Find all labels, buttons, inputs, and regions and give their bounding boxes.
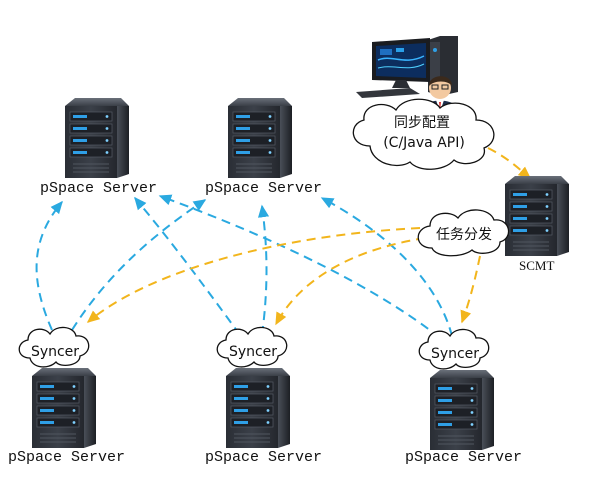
- server-bottom-left: Syncer pSpace Server: [8, 326, 125, 466]
- cloud-icon: [418, 328, 490, 370]
- dispatch-arrow: [86, 227, 421, 323]
- sync-config-cloud: 同步配置 (C/Java API): [352, 98, 495, 170]
- sync-arrow: [35, 200, 63, 331]
- server-label: pSpace Server: [205, 180, 322, 197]
- syncer-label: Syncer: [229, 344, 277, 360]
- sync-arrows: [35, 194, 453, 339]
- dispatch-arrow: [460, 255, 481, 324]
- server-top-left: pSpace Server: [40, 97, 157, 197]
- server-top-right: pSpace Server: [205, 97, 322, 197]
- sync-arrow: [257, 204, 270, 336]
- dispatch-label: 任务分发: [436, 227, 492, 243]
- server-label: pSpace Server: [405, 449, 522, 466]
- server-label: pSpace Server: [8, 449, 125, 466]
- cloud-icon: [352, 98, 495, 170]
- scmt-label: SCMT: [519, 258, 554, 273]
- sync-arrow: [134, 196, 241, 336]
- cloud-icon: [417, 209, 510, 257]
- server-bottom-middle: Syncer pSpace Server: [205, 326, 322, 466]
- server-label: pSpace Server: [40, 180, 157, 197]
- server-icon: [225, 367, 291, 449]
- server-icon: [504, 175, 570, 257]
- dispatch-arrow: [487, 147, 532, 179]
- server-bottom-right: Syncer pSpace Server: [405, 328, 522, 466]
- sync-config-api: (C/Java API): [383, 135, 465, 151]
- sync-arrow: [320, 197, 453, 337]
- dispatch-cloud: 任务分发: [417, 209, 510, 257]
- server-icon: [31, 367, 97, 449]
- sync-arrow: [71, 199, 207, 331]
- cloud-icon: [18, 326, 90, 368]
- dispatch-arrows: [86, 147, 532, 326]
- server-label: pSpace Server: [205, 449, 322, 466]
- server-icon: [64, 97, 130, 179]
- sync-arrow: [158, 194, 441, 339]
- server-icon: [429, 369, 495, 451]
- cloud-icon: [216, 326, 288, 368]
- syncer-label: Syncer: [431, 346, 479, 362]
- sync-config-title: 同步配置: [394, 115, 450, 131]
- scmt-server: SCMT: [504, 175, 570, 273]
- server-icon: [227, 97, 293, 179]
- syncer-label: Syncer: [31, 344, 79, 360]
